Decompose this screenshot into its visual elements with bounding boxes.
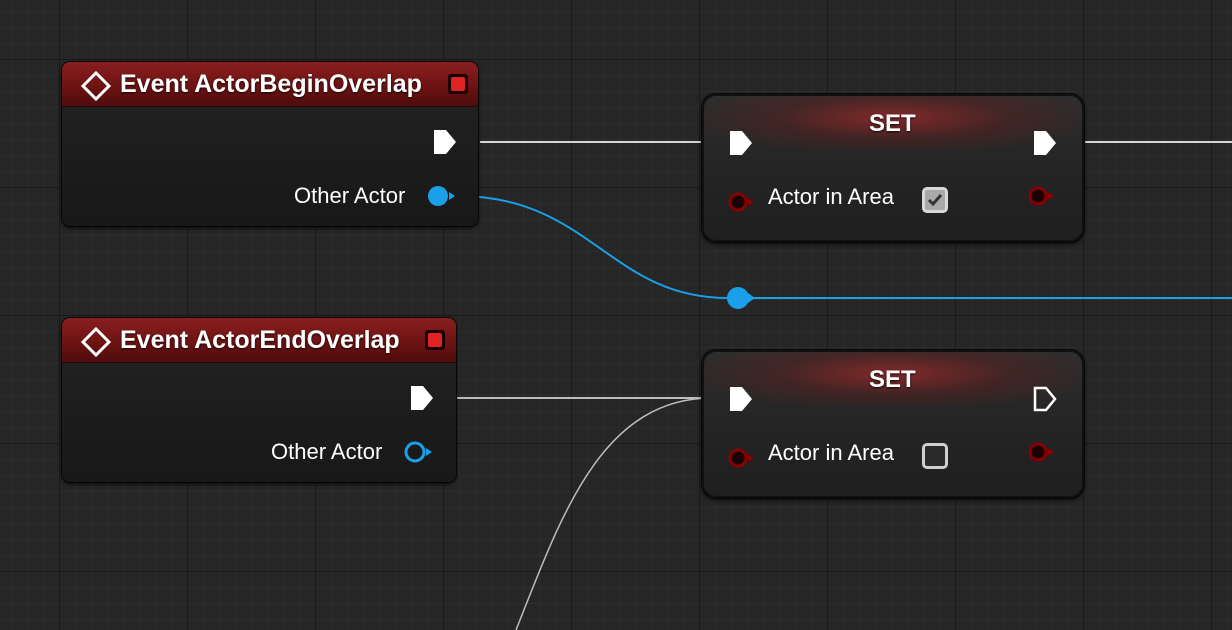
node-header <box>62 62 478 107</box>
node-title: SET <box>869 110 916 137</box>
object-pin-icon[interactable] <box>426 184 458 208</box>
close-icon[interactable] <box>446 72 470 96</box>
bool-in-pin-icon[interactable] <box>726 446 758 470</box>
actor-in-area-label: Actor in Area <box>768 440 894 465</box>
checkmark-icon <box>927 194 943 207</box>
node-header <box>704 352 1082 406</box>
set-actor-in-area-true-node[interactable]: SET Actor in Area <box>702 94 1084 242</box>
event-diamond-icon <box>80 70 112 102</box>
exec-out-pin-icon[interactable] <box>1032 129 1058 157</box>
exec-pin-icon[interactable] <box>432 128 458 156</box>
node-title: Event ActorEndOverlap <box>120 326 400 354</box>
reroute-node[interactable] <box>727 287 755 309</box>
actor-in-area-checkbox[interactable] <box>922 187 948 213</box>
bool-in-pin-icon[interactable] <box>726 190 758 214</box>
event-diamond-icon <box>80 326 112 358</box>
object-pin-icon[interactable] <box>403 440 435 464</box>
bool-out-pin-icon[interactable] <box>1026 440 1058 464</box>
exec-out-pin-icon[interactable] <box>1032 385 1058 413</box>
node-title: SET <box>869 366 916 393</box>
node-header <box>704 96 1082 150</box>
node-header <box>62 318 456 363</box>
other-actor-label: Other Actor <box>294 183 406 208</box>
exec-wire-incoming-below[interactable] <box>515 397 713 630</box>
other-actor-label: Other Actor <box>271 439 383 464</box>
event-actor-end-overlap-node[interactable]: Event ActorEndOverlap Other Actor <box>62 318 456 482</box>
exec-pin-icon[interactable] <box>409 384 435 412</box>
node-title: Event ActorBeginOverlap <box>120 70 422 98</box>
exec-in-pin-icon[interactable] <box>728 129 754 157</box>
bool-out-pin-icon[interactable] <box>1026 184 1058 208</box>
set-actor-in-area-false-node[interactable]: SET Actor in Area <box>702 350 1084 498</box>
object-wire-other-actor[interactable] <box>457 195 729 299</box>
event-actor-begin-overlap-node[interactable]: Event ActorBeginOverlap Other Actor <box>62 62 478 226</box>
actor-in-area-checkbox[interactable] <box>922 443 948 469</box>
exec-in-pin-icon[interactable] <box>728 385 754 413</box>
close-icon[interactable] <box>423 328 447 352</box>
actor-in-area-label: Actor in Area <box>768 184 894 209</box>
